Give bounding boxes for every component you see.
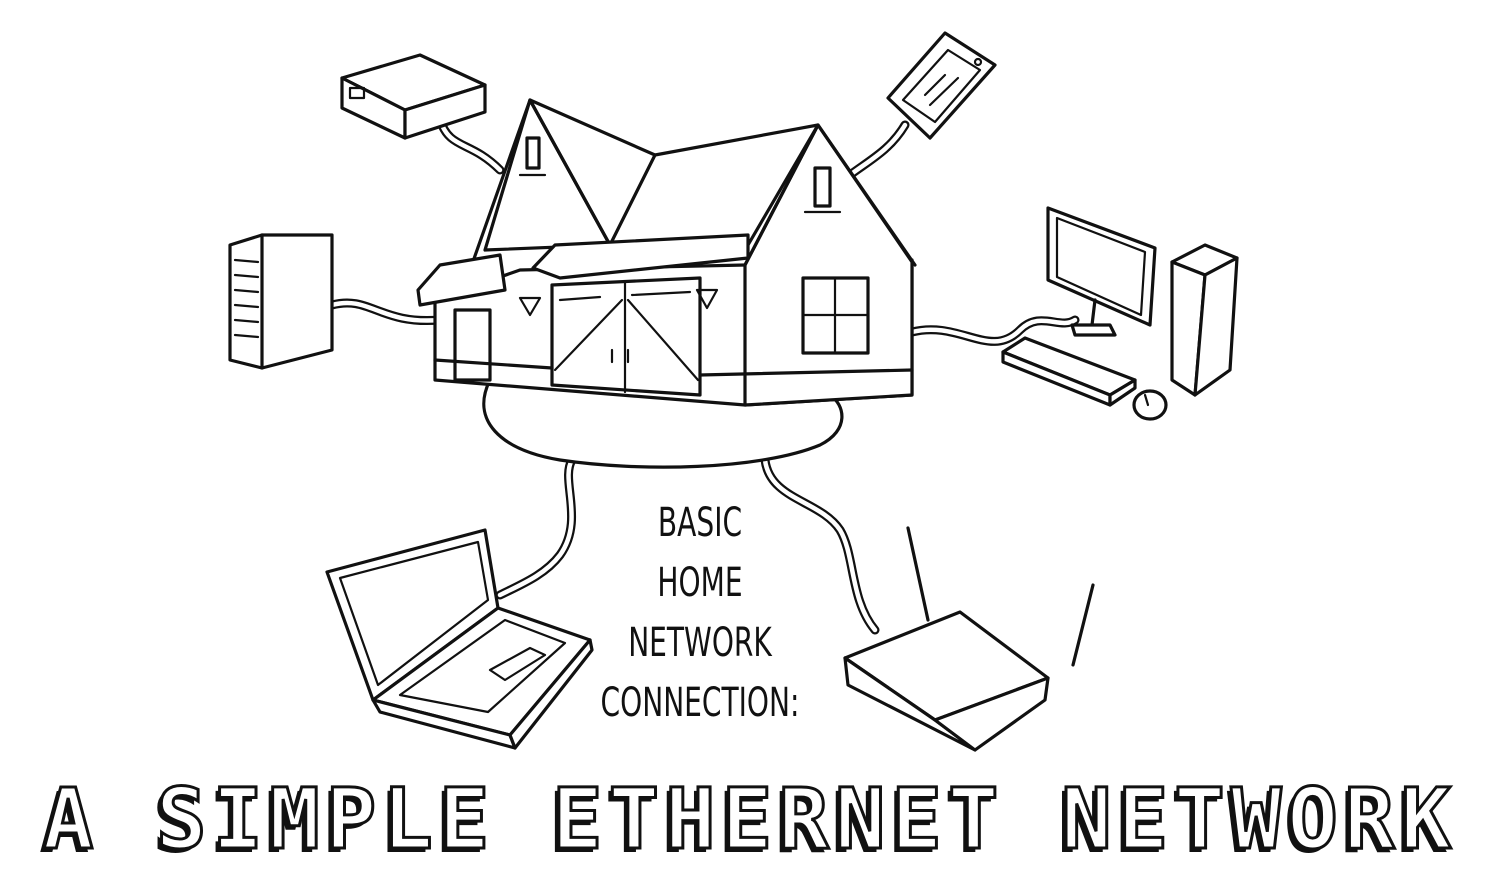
caption-line-3: NETWORK [628, 620, 772, 666]
modem-icon [228, 233, 334, 370]
router-icon [843, 526, 1095, 752]
page-title: A SIMPLE ETHERNET NETWORK [41, 769, 1458, 870]
caption-line-2: HOME [657, 560, 743, 606]
cables [327, 115, 1080, 635]
caption-line-1: BASIC [657, 500, 743, 546]
caption-line-4: CONNECTION: [600, 680, 800, 726]
set-top-box-icon [340, 53, 487, 140]
house-icon [416, 98, 917, 469]
desktop-computer-icon [1001, 206, 1239, 421]
laptop-icon [325, 528, 594, 750]
smartphone-icon [886, 31, 997, 140]
